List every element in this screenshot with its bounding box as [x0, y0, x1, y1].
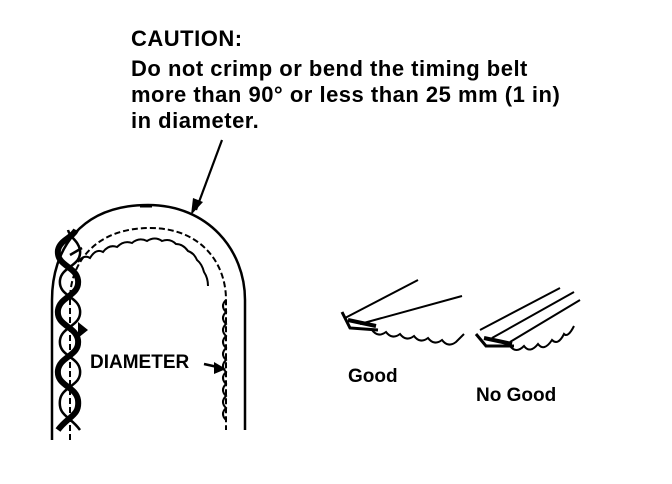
caution-pointer-arrow — [191, 139, 224, 215]
good-belt-sample — [340, 279, 465, 346]
caution-title: CAUTION: — [131, 26, 243, 51]
caution-line-1: Do not crimp or bend the timing belt — [131, 56, 528, 81]
diameter-label: DIAMETER — [90, 352, 190, 373]
twisted-rope — [54, 228, 88, 432]
good-label: Good — [348, 366, 398, 387]
no-good-belt-sample — [474, 287, 581, 351]
diameter-arrow — [203, 362, 226, 374]
caution-text-block: CAUTION: Do not crimp or bend the timing… — [131, 26, 631, 134]
caution-line-3: in diameter. — [131, 108, 260, 133]
no-good-label: No Good — [476, 385, 557, 406]
caution-line-2: more than 90° or less than 25 mm (1 in) — [131, 82, 561, 107]
